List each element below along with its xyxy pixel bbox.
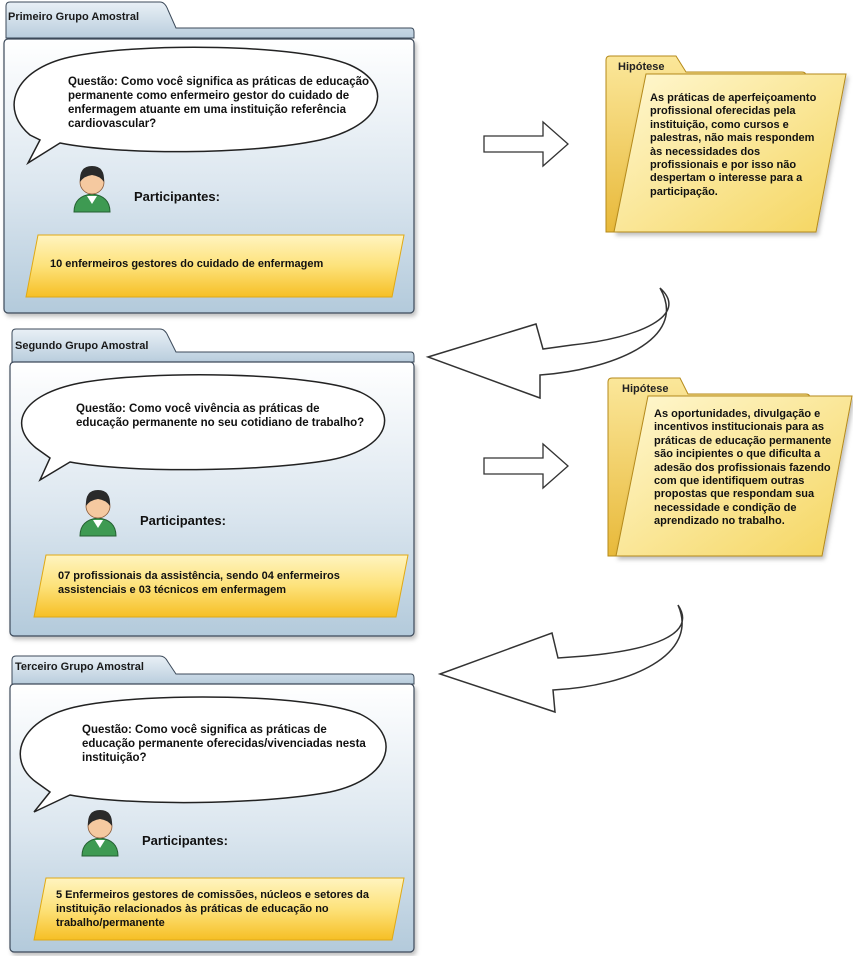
participants-text-2: 07 profissionais da assistência, sendo 0… bbox=[58, 570, 340, 596]
person-icon bbox=[81, 810, 119, 857]
curved-arrow-icon bbox=[437, 604, 684, 714]
group-panel-3 bbox=[9, 655, 415, 953]
group-tab-1: Primeiro Grupo Amostral bbox=[8, 11, 140, 23]
group-panel-1 bbox=[3, 1, 415, 314]
participants-banner-1 bbox=[25, 234, 405, 298]
participants-text-3: 5 Enfermeiros gestores de comissões, núc… bbox=[56, 889, 370, 929]
hypothesis-tab-1: Hipótese bbox=[618, 61, 665, 73]
right-arrow-icon bbox=[483, 442, 569, 490]
participants-label-2: Participantes: bbox=[140, 513, 226, 528]
hypothesis-folder-1 bbox=[605, 55, 847, 233]
question-bubble-1 bbox=[13, 46, 379, 166]
hypothesis-text-1: As práticas de aperfeiçoamento profissio… bbox=[650, 92, 817, 198]
participants-label-3: Participantes: bbox=[142, 833, 228, 848]
question-bubble-3 bbox=[19, 696, 387, 813]
participants-banner-3 bbox=[33, 877, 405, 941]
participants-banner-2 bbox=[33, 554, 409, 618]
right-arrow-icon bbox=[483, 120, 569, 168]
hypothesis-text-2: As oportunidades, divulgação e incentivo… bbox=[654, 408, 832, 528]
person-icon bbox=[73, 166, 111, 213]
hypothesis-tab-2: Hipótese bbox=[622, 383, 669, 395]
group-question-2: Questão: Como você vivência as práticas … bbox=[76, 403, 365, 429]
curved-arrow-icon bbox=[425, 287, 670, 400]
group-panel-2 bbox=[9, 328, 415, 637]
participants-text-1: 10 enfermeiros gestores do cuidado de en… bbox=[50, 258, 324, 270]
person-icon bbox=[79, 490, 117, 537]
group-tab-3: Terceiro Grupo Amostral bbox=[15, 661, 144, 673]
group-question-1: Questão: Como você significa as práticas… bbox=[68, 76, 370, 130]
participants-label-1: Participantes: bbox=[134, 189, 220, 204]
hypothesis-folder-2 bbox=[607, 377, 853, 557]
question-bubble-2 bbox=[20, 374, 386, 482]
group-question-3: Questão: Como você significa as práticas… bbox=[82, 724, 366, 764]
group-tab-2: Segundo Grupo Amostral bbox=[15, 340, 149, 352]
